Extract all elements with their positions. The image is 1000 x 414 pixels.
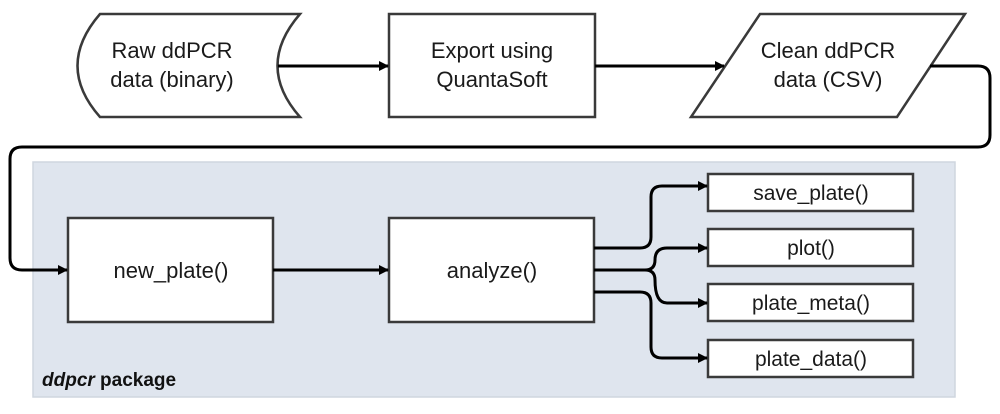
plate-meta-node [706, 282, 915, 323]
clean-data-line1: Clean ddPCR [761, 38, 896, 63]
export-line1: Export using [431, 38, 553, 63]
edge-analyze-to-plate-meta [594, 268, 708, 308]
clean-data-node [688, 12, 968, 119]
analyze-label: analyze() [447, 258, 537, 283]
package-suffix: package [95, 370, 176, 391]
plot-node [706, 227, 915, 268]
plate-data-node [706, 338, 915, 379]
plate-meta-label: plate_meta() [752, 292, 870, 315]
export-node [387, 12, 597, 119]
raw-data-node [76, 12, 303, 119]
clean-data-line2: data (CSV) [774, 67, 883, 92]
save-plate-node [706, 172, 915, 213]
plot-label: plot() [787, 237, 835, 260]
save-plate-label: save_plate() [753, 182, 869, 205]
new-plate-label: new_plate() [114, 258, 229, 283]
plate-data-label: plate_data() [755, 348, 867, 371]
analyze-node [387, 216, 596, 324]
edge-clean-to-new-plate [8, 64, 992, 275]
package-label: ddpcr package [42, 370, 176, 391]
export-line2: QuantaSoft [436, 67, 547, 92]
edge-analyze-to-plate-data [594, 290, 708, 363]
raw-data-line1: Raw ddPCR [111, 38, 232, 63]
edge-analyze-to-save-plate [594, 181, 708, 250]
raw-data-line2: data (binary) [110, 67, 234, 92]
new-plate-node [66, 216, 275, 324]
package-name: ddpcr [42, 370, 96, 391]
